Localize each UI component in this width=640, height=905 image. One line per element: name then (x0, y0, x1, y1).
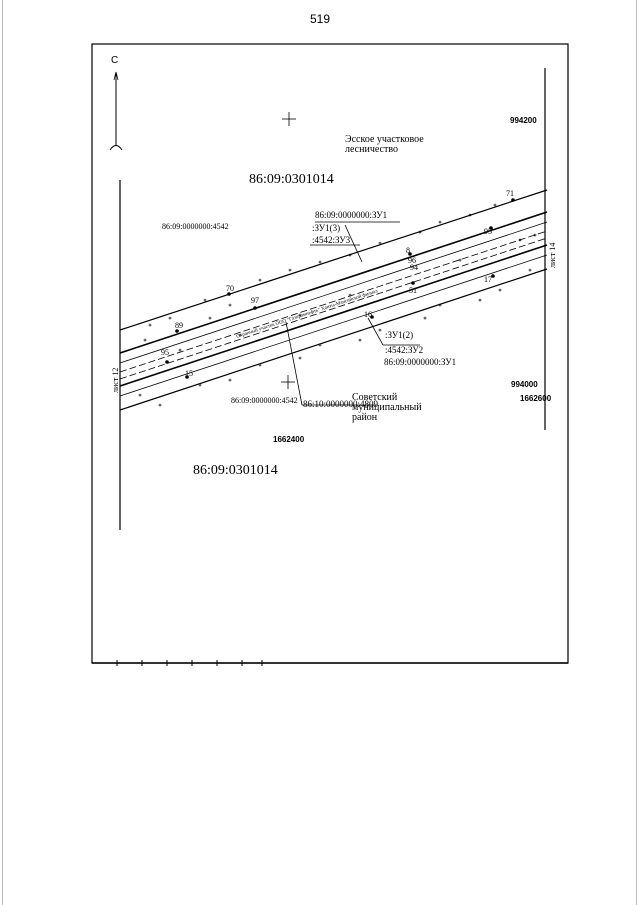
parcel-label-sub-right-2: :4542:ЗУ2 (385, 345, 424, 355)
point-label: 71 (506, 189, 514, 198)
north-label: С (111, 55, 119, 66)
corridor-lines (119, 189, 548, 411)
forestry-area-label: Эсское участковое лесничество (345, 134, 424, 155)
coord-y-bottom: 994000 (511, 380, 538, 389)
coord-x-bottom: 1662400 (273, 435, 305, 444)
boundary-points (165, 198, 515, 379)
page-number: 519 (309, 12, 331, 26)
coord-y-top: 994200 (510, 116, 537, 125)
point-label: 95 (161, 348, 169, 357)
sheet-ref-left: лист 12 (111, 367, 120, 393)
point-label: 95 (484, 227, 492, 236)
point-label: 70 (226, 284, 234, 293)
point-label: 16 (364, 310, 372, 319)
quarter-number-bottom: 86:09:0301014 (193, 463, 278, 478)
parcel-label-center-callout: 86:10:0000000:4809 (303, 399, 379, 409)
parcel-label-left-top: 86:09:0000000:4542 (162, 222, 229, 231)
point-label: 94 (410, 263, 418, 272)
parcel-label-sub-right-1: :ЗУ1(2) (385, 330, 414, 340)
page-edge-left (2, 0, 3, 905)
point-label: 51 (409, 286, 417, 295)
scatter-dots (138, 203, 537, 407)
point-label: 8 (406, 246, 410, 255)
parcel-label-main-top: 86:09:0000000:ЗУ1 (315, 210, 388, 220)
sheet-ref-right: лист 14 (548, 242, 557, 268)
parcel-label-main-right: 86:09:0000000:ЗУ1 (384, 357, 457, 367)
point-label: 17 (484, 275, 492, 284)
page-edge-right (636, 0, 637, 905)
district-area-label: Советский муниципальный район (352, 392, 422, 423)
parcel-label-bottom-left: 86:09:0000000:4542 (231, 396, 298, 405)
coord-x-right: 1662600 (520, 394, 552, 403)
point-label: 97 (251, 296, 259, 305)
quarter-number-top: 86:09:0301014 (249, 172, 334, 187)
north-arrow-icon (109, 71, 123, 151)
callout-leaders (285, 221, 420, 406)
parcel-label-sub-top-2: :4542:ЗУ3 (312, 235, 351, 245)
parcel-label-sub-top-1: :ЗУ1(3) (312, 223, 341, 233)
scale-ticks (116, 660, 263, 666)
point-label: 89 (175, 321, 183, 330)
point-label: 96 (408, 256, 416, 265)
grid-crosses (281, 112, 296, 389)
point-label: 15 (185, 369, 193, 378)
